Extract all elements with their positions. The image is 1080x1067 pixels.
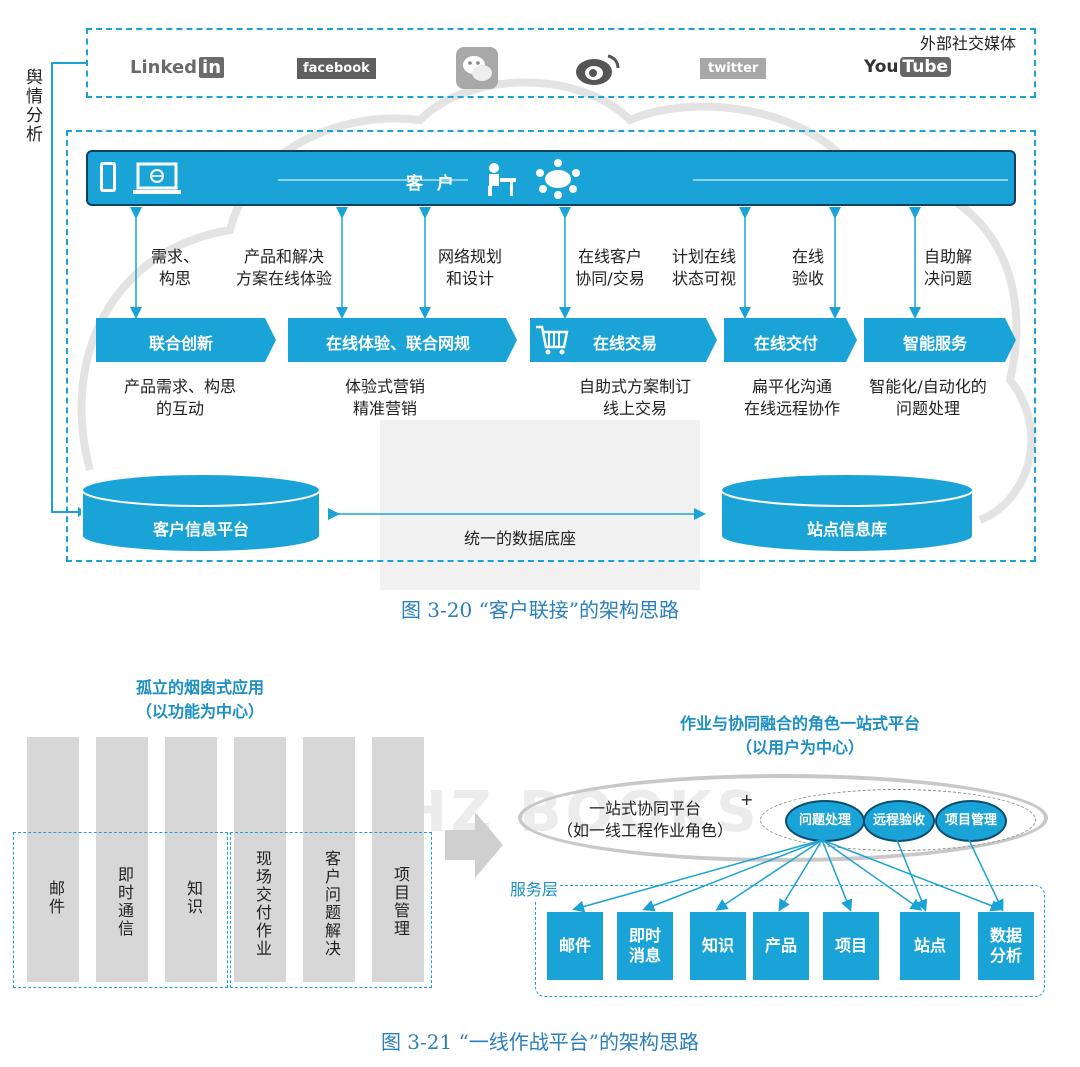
module-group-oval xyxy=(760,789,1036,851)
weibo-icon xyxy=(572,48,624,88)
stage-description: 自助式方案制订 线上交易 xyxy=(578,377,691,418)
silo-column xyxy=(303,737,355,982)
interaction-label: 自助解 决问题 xyxy=(923,247,972,288)
module-issue-handling: 问题处理 xyxy=(785,800,865,842)
wechat-icon xyxy=(456,47,498,89)
figure-caption: 图 3-20 “客户联接”的架构思路 xyxy=(400,598,680,622)
silo-apps-title: 孤立的烟囱式应用 （以功能为中心） xyxy=(135,678,264,721)
stage-online-trade: 在线交易 xyxy=(592,334,657,353)
silo-column-label: 项目管理 xyxy=(391,866,410,938)
social-media-box xyxy=(86,28,1036,98)
platform-oval xyxy=(518,774,1048,862)
cart-icon xyxy=(534,322,570,362)
stage-description: 智能化/自动化的 问题处理 xyxy=(869,377,987,418)
social-media-label: 外部社交媒体 xyxy=(920,34,1017,53)
figure-caption: 图 3-21 “一线作战平台”的架构思路 xyxy=(380,1030,700,1054)
unified-data-base-label: 统一的数据底座 xyxy=(463,529,576,548)
module-project-management: 项目管理 xyxy=(935,800,1007,842)
silo-group-2 xyxy=(230,832,432,988)
customer-info-platform: 客户信息平台 xyxy=(152,520,249,539)
silo-column xyxy=(165,737,217,982)
desk-person-icon xyxy=(482,160,518,202)
laptop-icon xyxy=(133,162,183,200)
plus-sign: + xyxy=(740,790,754,809)
public-opinion-label: 舆情分析 xyxy=(22,68,42,144)
twitter-logo: twitter xyxy=(700,58,767,79)
silo-group-1 xyxy=(13,832,228,988)
interaction-arrows xyxy=(130,207,921,319)
silo-column xyxy=(234,737,286,982)
silo-column xyxy=(372,737,424,982)
facebook-logo: facebook xyxy=(297,58,376,79)
silo-column-label: 现场交付作业 xyxy=(253,850,272,958)
interaction-label: 产品和解决 方案在线体验 xyxy=(235,247,332,288)
site-info-db: 站点信息库 xyxy=(806,520,887,539)
silo-column-label: 知识 xyxy=(184,880,203,916)
silo-column xyxy=(27,737,79,982)
service-arrows xyxy=(572,839,1004,913)
service-project: 项目 xyxy=(823,912,879,980)
stage-chevrons xyxy=(96,318,1016,362)
customer-label: 客 户 xyxy=(406,174,458,194)
silo-column-label: 邮件 xyxy=(46,880,65,916)
service-layer-label: 服务层 xyxy=(508,876,561,900)
interaction-label: 在线客户 协同/交易 xyxy=(575,247,645,288)
service-instant-message: 即时 消息 xyxy=(617,912,673,980)
service-layer-box xyxy=(535,885,1045,997)
silo-column-label: 客户问题解决 xyxy=(322,850,341,958)
customer-bar: 客 户 xyxy=(86,150,1016,206)
service-site: 站点 xyxy=(900,912,960,980)
stage-joint-innovation: 联合创新 xyxy=(148,334,213,353)
meeting-icon xyxy=(533,157,583,205)
service-data-analysis: 数据 分析 xyxy=(978,912,1034,980)
one-stop-platform-label: 一站式协同平台 （如一线工程作业角色） xyxy=(556,799,733,840)
one-stop-platform-title: 作业与协同融合的角色一站式平台 （以用户为中心） xyxy=(679,714,920,757)
stage-description: 产品需求、构思 的互动 xyxy=(123,377,236,418)
silo-column-label: 即时通信 xyxy=(115,866,134,938)
silo-column xyxy=(96,737,148,982)
transform-arrow xyxy=(445,812,503,878)
stage-description: 体验式营销 精准营销 xyxy=(344,377,425,418)
interaction-label: 网络规划 和设计 xyxy=(437,247,502,288)
database-shapes xyxy=(81,473,974,553)
service-knowledge: 知识 xyxy=(690,912,746,980)
stage-description: 扁平化沟通 在线远程协作 xyxy=(743,377,840,418)
interaction-label: 在线 验收 xyxy=(791,247,824,288)
stage-smart-service: 智能服务 xyxy=(902,334,967,353)
interaction-label: 计划在线 状态可视 xyxy=(671,247,736,288)
service-product: 产品 xyxy=(753,912,809,980)
phone-icon xyxy=(100,162,116,192)
stage-online-delivery: 在线交付 xyxy=(753,334,818,353)
module-remote-acceptance: 远程验收 xyxy=(863,800,935,842)
customer-connection-box xyxy=(66,130,1036,562)
service-mail: 邮件 xyxy=(547,912,603,980)
stage-online-experience: 在线体验、联合网规 xyxy=(325,334,470,353)
interaction-label: 需求、 构思 xyxy=(150,247,199,288)
